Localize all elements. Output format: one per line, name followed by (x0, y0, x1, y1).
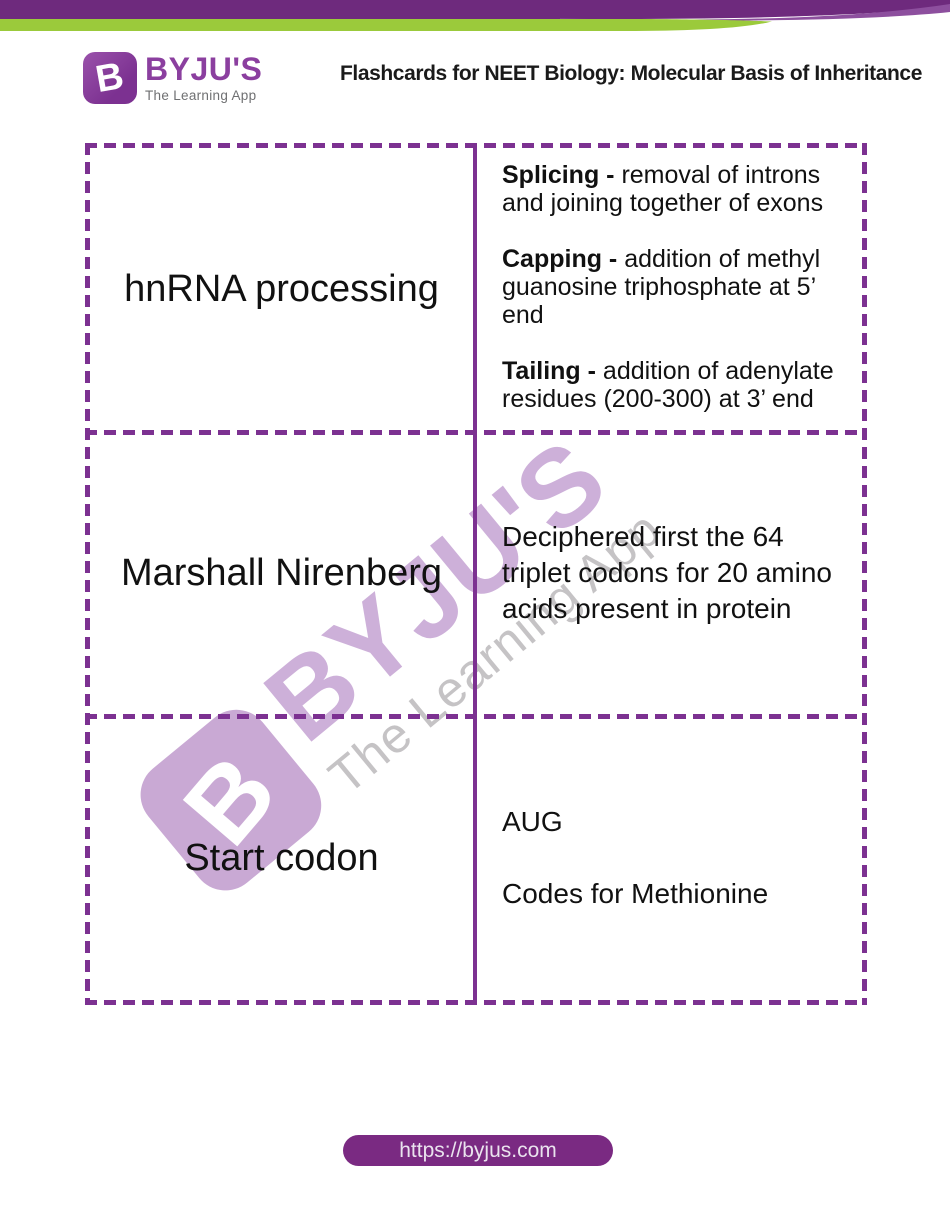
byjus-b-glyph: B (92, 54, 128, 102)
term-text: Start codon (184, 836, 379, 879)
flashcard-definition-start-codon: AUG Codes for Methionine (477, 716, 867, 1000)
definition-text: removal of introns and joining together … (502, 161, 824, 217)
definition-lead: Capping - (502, 245, 625, 273)
flashcard-definition-hnrna-processing: Splicing - removal of introns and joinin… (477, 143, 867, 432)
definition-paragraph: Tailing - addition of adenylate residues… (502, 357, 850, 413)
definition-paragraph: Codes for Methionine (502, 878, 769, 909)
brand-name: BYJU'S (145, 50, 263, 87)
term-text: Marshall Nirenberg (120, 551, 442, 594)
flashcard-definition-marshall-nirenberg: Deciphered first the 64 triplet codons f… (477, 432, 867, 714)
definition-paragraph: Deciphered first the 64 triplet codons f… (502, 521, 832, 624)
page-title: Flashcards for NEET Biology: Molecular B… (339, 62, 922, 85)
brand-tagline: The Learning App (145, 88, 257, 104)
definition-paragraph: Capping - addition of methyl guanosine t… (502, 245, 850, 329)
flashcard-term-marshall-nirenberg: Marshall Nirenberg (90, 432, 473, 714)
definition-text: addition of methyl guanosine triphosphat… (502, 245, 821, 329)
table-border-right (862, 143, 867, 1005)
definition-text: addition of adenylate residues (200-300)… (502, 357, 834, 413)
top-banner-swoosh (0, 0, 950, 31)
definition-paragraph: Splicing - removal of introns and joinin… (502, 161, 850, 217)
definition-lead: Splicing - (502, 161, 622, 189)
byjus-logo: B BYJU'S The Learning App (83, 52, 262, 104)
flashcard-term-hnrna-processing: hnRNA processing (90, 148, 473, 430)
term-text: hnRNA processing (124, 267, 439, 310)
table-border-left (85, 143, 90, 1005)
flashcard-table: hnRNA processing Splicing - removal of i… (85, 143, 867, 1005)
column-divider (473, 143, 477, 1005)
byjus-url-link[interactable]: https://byjus.com (343, 1135, 613, 1166)
byjus-logo-icon: B (83, 52, 137, 104)
byjus-logo-text: BYJU'S The Learning App (145, 52, 262, 104)
definition-lead: Tailing - (502, 357, 603, 385)
definition-paragraph: AUG (502, 806, 563, 837)
flashcard-term-start-codon: Start codon (90, 716, 473, 1000)
